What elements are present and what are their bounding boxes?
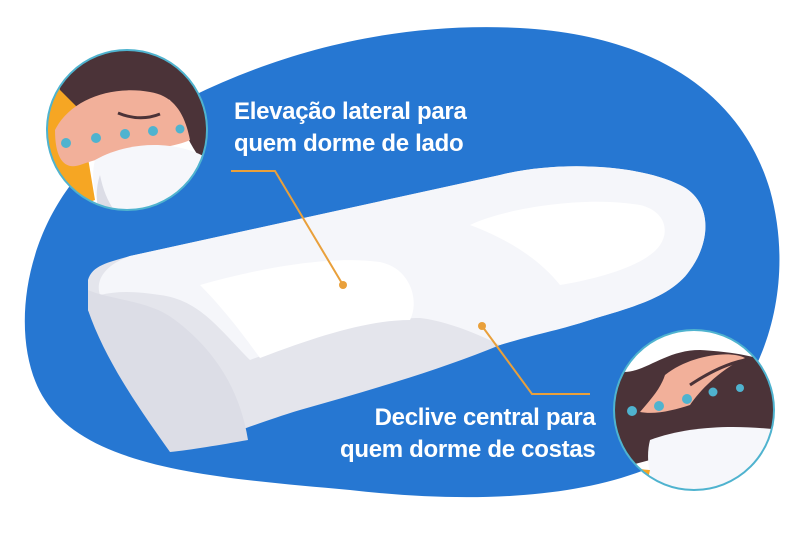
back-sleeper-callout: Declive central para quem dorme de costa… bbox=[340, 402, 596, 466]
back-sleeper-icon bbox=[614, 330, 774, 490]
anchor-dot-back bbox=[478, 322, 486, 330]
side-callout-line2: quem dorme de lado bbox=[234, 130, 464, 157]
side-callout-line1: Elevação lateral para bbox=[234, 98, 467, 125]
back-callout-line1: Declive central para bbox=[374, 404, 596, 431]
leader-line-back bbox=[481, 325, 590, 395]
anchor-dot-side bbox=[339, 281, 347, 289]
side-sleeper-callout: Elevação lateral para quem dorme de lado bbox=[234, 96, 467, 160]
cervical-pillow-icon bbox=[88, 166, 706, 452]
side-sleeper-icon bbox=[47, 50, 207, 210]
back-sleeper-ring bbox=[613, 329, 775, 491]
back-callout-line2: quem dorme de costas bbox=[340, 436, 596, 463]
leader-line-side bbox=[231, 170, 344, 286]
side-sleeper-ring bbox=[46, 49, 208, 211]
